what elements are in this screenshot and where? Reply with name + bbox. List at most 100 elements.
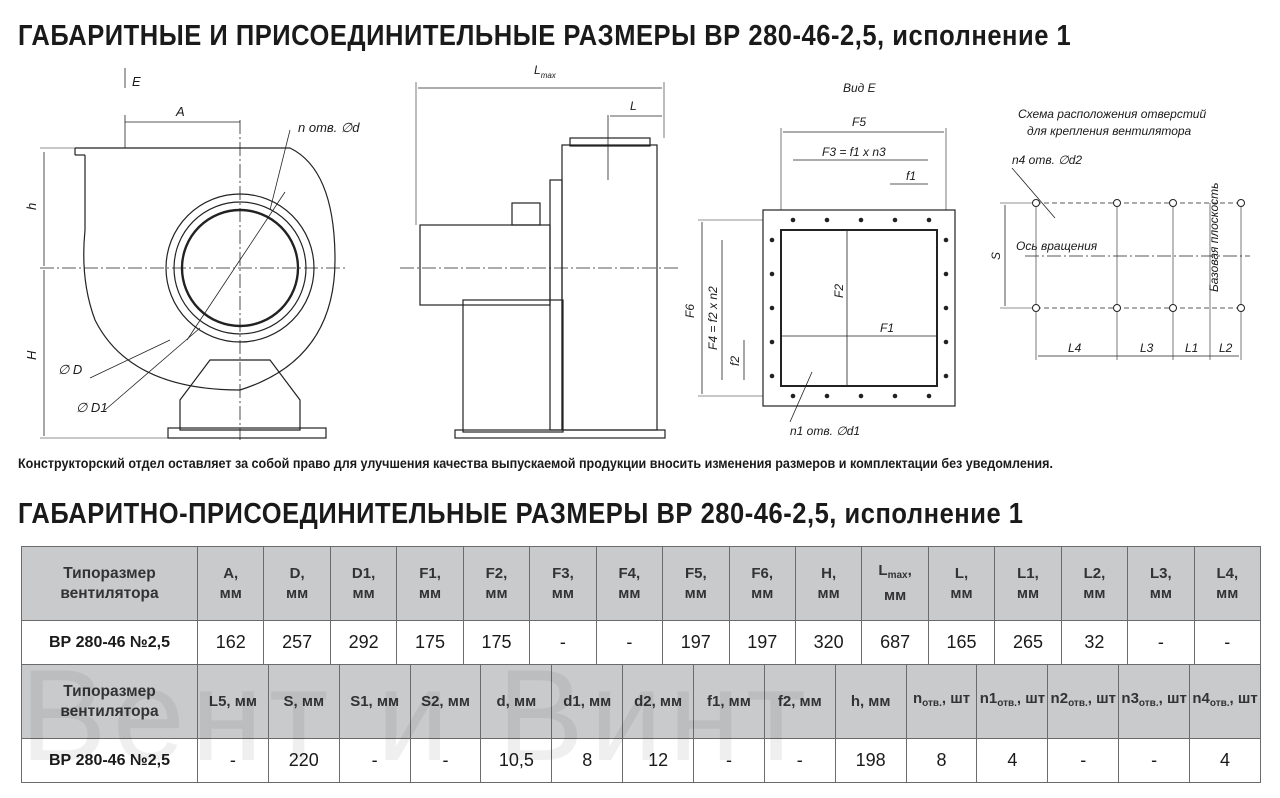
label-n1-holes: n1 отв. ∅d1 — [790, 424, 860, 438]
hole-scheme — [1000, 167, 1250, 360]
label-h-big: H — [24, 350, 39, 360]
column-header-label: L5, мм — [208, 692, 257, 710]
column-header-label: D1, — [351, 564, 376, 582]
column-header-unit: мм — [286, 584, 309, 602]
column-header-unit: мм — [1216, 584, 1239, 602]
column-header: n1отв., шт — [976, 664, 1049, 739]
column-header-label: n1отв., шт — [979, 690, 1046, 709]
column-header: F3, мм — [529, 546, 597, 621]
label-f2-small: f2 — [728, 356, 742, 366]
drawing-title: ГАБАРИТНЫЕ И ПРИСОЕДИНИТЕЛЬНЫЕ РАЗМЕРЫ В… — [18, 20, 1072, 52]
column-header: n2отв., шт — [1047, 664, 1120, 739]
column-header: F6,мм — [728, 546, 796, 621]
column-header-label: S2, мм — [421, 692, 470, 710]
label-n4-holes: n4 отв. ∅d2 — [1012, 153, 1082, 167]
table-cell: 197 — [728, 620, 796, 665]
column-header-label: A, — [223, 564, 239, 582]
table-cell: 292 — [329, 620, 398, 665]
table-cell: - — [1193, 620, 1262, 665]
label-d: ∅ D — [58, 362, 82, 377]
column-header-label: D, — [289, 564, 305, 582]
column-header-label: d2, мм — [634, 692, 683, 710]
label-l2: L2 — [1219, 341, 1233, 355]
column-header-label: L3, — [1150, 564, 1172, 582]
table-cell: - — [595, 620, 664, 665]
table-cell: 12 — [622, 738, 695, 783]
view-e — [698, 128, 956, 423]
table-cell: - — [1127, 620, 1195, 665]
column-header: S1, мм — [338, 664, 411, 739]
label-l: L — [630, 99, 637, 113]
table-cell: 165 — [927, 620, 996, 665]
label-base-plane: Базовая плоскость — [1207, 183, 1221, 292]
column-header: d2, мм — [622, 664, 695, 739]
label-f4: F4 = f2 x n2 — [706, 286, 720, 350]
label-f3: F3 = f1 x n3 — [822, 145, 886, 159]
column-header: L2, мм — [1060, 546, 1129, 621]
table-cell: - — [529, 620, 597, 665]
column-header-unit: мм — [684, 584, 707, 602]
table-cell: - — [338, 738, 411, 783]
label-f1-small: f1 — [906, 169, 916, 183]
label-a: A — [175, 104, 185, 119]
column-header-unit: мм — [352, 584, 375, 602]
column-header: f1, мм — [693, 664, 765, 739]
column-header-unit: мм — [1083, 584, 1106, 602]
column-header-unit: мм — [418, 584, 442, 602]
table-cell: 175 — [462, 620, 531, 665]
label-s: S — [989, 252, 1003, 260]
column-header-label: S1, мм — [350, 692, 400, 710]
side-view — [40, 68, 345, 440]
column-header: h, мм — [834, 664, 907, 739]
column-header-unit: мм — [817, 584, 840, 602]
table-cell: 175 — [396, 620, 464, 665]
column-header-unit: мм — [485, 584, 508, 602]
column-header-label: F2, — [485, 564, 508, 582]
header-size-line2: вентилятора — [60, 584, 159, 602]
column-header-unit: мм — [1149, 584, 1172, 602]
column-header-unit: мм — [551, 584, 574, 602]
column-header: F4,мм — [595, 546, 664, 621]
label-lmax: Lmax — [534, 63, 557, 80]
label-l3: L3 — [1140, 341, 1154, 355]
column-header: S, мм — [267, 664, 340, 739]
column-header: f2, мм — [763, 664, 836, 739]
label-n-holes: n отв. ∅d — [298, 120, 360, 135]
table-cell: - — [409, 738, 482, 783]
column-header: D, мм — [263, 546, 331, 621]
table-cell: 32 — [1060, 620, 1129, 665]
label-l1: L1 — [1185, 341, 1198, 355]
column-header-label: F6, — [751, 564, 774, 582]
table-cell: - — [1118, 738, 1191, 783]
table-cell: 265 — [994, 620, 1062, 665]
column-header: n4отв., шт — [1189, 664, 1261, 739]
column-header-label: S, мм — [283, 692, 325, 710]
table-cell: - — [693, 738, 765, 783]
column-header-label: L4, — [1216, 564, 1239, 582]
column-header-label: nотв., шт — [913, 690, 971, 709]
header-size-line1: Типоразмер — [63, 682, 156, 700]
label-l4: L4 — [1068, 341, 1082, 355]
column-header: F2, мм — [462, 546, 531, 621]
column-header-unit: мм — [219, 584, 242, 602]
header-size-cell: Типоразмер вентилятора — [21, 546, 198, 621]
column-header-label: L2, — [1083, 564, 1106, 582]
column-header: H,мм — [794, 546, 863, 621]
column-header: L5, мм — [197, 664, 269, 739]
label-e: E — [132, 74, 141, 89]
column-header-label: h, мм — [850, 692, 891, 710]
disclaimer: Конструкторский отдел оставляет за собой… — [18, 456, 1053, 471]
table-cell: - — [763, 738, 836, 783]
label-d1: ∅ D1 — [76, 400, 108, 415]
table-cell: - — [1047, 738, 1120, 783]
table-title: ГАБАРИТНО-ПРИСОЕДИНИТЕЛЬНЫЕ РАЗМЕРЫ ВР 2… — [18, 498, 1024, 530]
column-header-label: d, мм — [496, 692, 537, 710]
column-header-label: F3, — [552, 564, 574, 582]
row-model-name: ВР 280-46 №2,5 — [21, 738, 198, 783]
column-header: nотв., шт — [905, 664, 978, 739]
column-header-label: n2отв., шт — [1050, 690, 1116, 709]
table-cell: 4 — [976, 738, 1049, 783]
table-cell: 197 — [662, 620, 730, 665]
